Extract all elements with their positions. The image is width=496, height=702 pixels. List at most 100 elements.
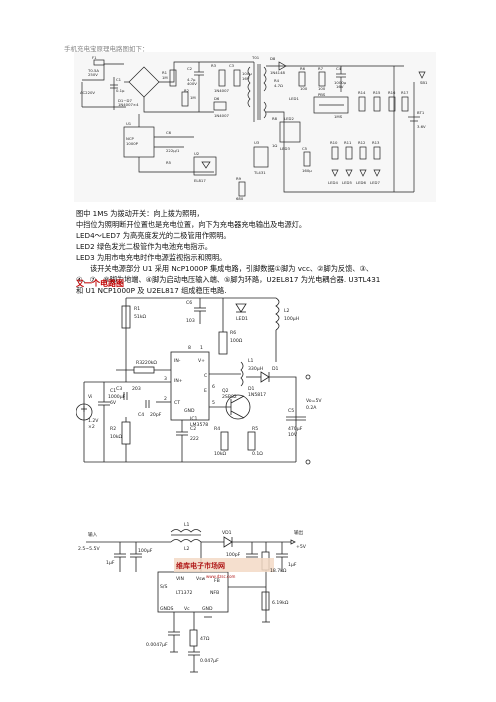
svg-text:103: 103	[186, 318, 195, 324]
svg-text:C2: C2	[187, 66, 193, 71]
watermark-url: www.dzsc.com	[206, 574, 236, 579]
svg-text:L1: L1	[248, 358, 254, 364]
svg-text:2.5~5.5V: 2.5~5.5V	[78, 546, 100, 552]
svg-text:R2: R2	[184, 88, 190, 93]
svg-text:×2: ×2	[88, 424, 95, 430]
svg-text:1.2V: 1.2V	[88, 418, 99, 424]
svg-text:R1: R1	[162, 70, 168, 75]
svg-text:GND: GND	[202, 606, 213, 612]
svg-text:SB1: SB1	[420, 80, 428, 85]
svg-text:LED5: LED5	[342, 180, 352, 185]
svg-text:R17: R17	[401, 90, 409, 95]
svg-text:R15: R15	[373, 90, 381, 95]
svg-text:8: 8	[188, 345, 191, 351]
svg-text:V+: V+	[198, 358, 205, 364]
svg-text:F1: F1	[92, 55, 97, 60]
svg-text:L1: L1	[184, 522, 190, 528]
paragraph-line: LED3 为用市电充电时作电源监视指示和照明。	[76, 253, 227, 262]
svg-text:EL817: EL817	[194, 178, 206, 183]
svg-text:4.7Ω: 4.7Ω	[274, 83, 283, 88]
svg-text:R13: R13	[372, 140, 380, 145]
svg-text:250V: 250V	[88, 72, 98, 77]
svg-text:TL431: TL431	[253, 170, 266, 175]
svg-text:1MS: 1MS	[334, 114, 343, 119]
svg-text:LM3578: LM3578	[190, 422, 208, 428]
svg-text:10kΩ: 10kΩ	[214, 451, 227, 457]
watermark-text: 维库电子市场网	[176, 561, 225, 570]
paragraph-line: LED2 绿色发光二极管作为电池充电指示。	[76, 242, 212, 251]
svg-text:Vo=5V: Vo=5V	[306, 398, 322, 404]
svg-text:NFB: NFB	[210, 590, 219, 596]
svg-text:R4: R4	[274, 78, 280, 83]
svg-text:C5: C5	[288, 408, 294, 414]
svg-text:1: 1	[200, 345, 203, 351]
paragraph-line: ④、⑦、⑧脚为地端、④脚为启动电压输入端、⑤脚为环路，U2EL817 为光电耦合…	[76, 275, 381, 284]
svg-text:D1: D1	[272, 366, 279, 372]
svg-text:680: 680	[236, 196, 244, 201]
svg-text:AC220V: AC220V	[80, 90, 95, 95]
svg-text:U2: U2	[194, 151, 200, 156]
svg-text:1N5817: 1N5817	[248, 392, 266, 398]
svg-text:D6: D6	[214, 96, 220, 101]
svg-text:R1: R1	[134, 306, 140, 312]
svg-text:1Ω: 1Ω	[272, 143, 277, 148]
svg-text:U3: U3	[254, 140, 260, 145]
svg-text:R6: R6	[230, 330, 236, 336]
svg-text:C3: C3	[116, 386, 122, 392]
svg-text:GND: GND	[184, 408, 195, 414]
svg-text:1N4007: 1N4007	[214, 113, 230, 118]
svg-text:100Ω: 100Ω	[230, 338, 243, 344]
svg-text:6.19kΩ: 6.19kΩ	[272, 600, 289, 606]
svg-text:VD1: VD1	[222, 530, 232, 536]
svg-text:203: 203	[132, 386, 141, 392]
svg-text:222μ/1: 222μ/1	[166, 148, 180, 153]
svg-text:1000P: 1000P	[126, 141, 139, 146]
description-text: 图中 1MS 为拨动开关：向上拨为照明， 中挡位为照明断开位置也是充电位置，向下…	[76, 208, 446, 296]
svg-text:220kΩ: 220kΩ	[142, 360, 157, 366]
svg-text:100μF: 100μF	[138, 548, 153, 554]
svg-text:L2: L2	[284, 308, 290, 314]
svg-text:R11: R11	[344, 140, 352, 145]
svg-text:输入: 输入	[88, 531, 98, 538]
svg-text:1000μF: 1000μF	[108, 394, 126, 400]
paragraph-line: 该开关电源部分 U1 采用 NcP1000P 集成电路，引脚数据①脚为 vcc、…	[90, 264, 374, 273]
svg-text:R14: R14	[358, 90, 366, 95]
paragraph-line: LED4～LED7 为高亮度发光的二极管用作照明。	[76, 231, 231, 240]
svg-text:51kΩ: 51kΩ	[134, 314, 147, 320]
paragraph-line: 图中 1MS 为拨动开关：向上拨为照明，	[76, 209, 204, 218]
svg-text:5: 5	[212, 400, 215, 406]
svg-text:C1: C1	[110, 388, 116, 394]
svg-text:1M: 1M	[190, 95, 196, 100]
svg-text:R5: R5	[166, 160, 172, 165]
svg-text:1μF: 1μF	[106, 560, 115, 566]
svg-text:CT: CT	[174, 400, 180, 406]
svg-text:100μ: 100μ	[242, 71, 252, 76]
svg-text:100μH: 100μH	[284, 316, 299, 322]
svg-text:C4: C4	[336, 66, 342, 71]
svg-text:3.6V: 3.6V	[417, 124, 426, 129]
svg-text:47Ω: 47Ω	[200, 636, 210, 642]
svg-text:C3: C3	[229, 63, 235, 68]
svg-text:Vi: Vi	[88, 394, 92, 400]
svg-text:FB: FB	[214, 578, 220, 584]
svg-text:PBS: PBS	[318, 92, 326, 97]
svg-text:100: 100	[300, 86, 308, 91]
svg-text:E: E	[204, 388, 207, 394]
svg-text:VIN: VIN	[176, 576, 184, 582]
svg-text:3: 3	[164, 376, 167, 382]
svg-text:C: C	[204, 373, 207, 379]
svg-text:LED3: LED3	[280, 146, 290, 151]
svg-text:16V: 16V	[336, 84, 344, 89]
svg-text:R2: R2	[110, 426, 116, 432]
svg-text:R16: R16	[388, 90, 396, 95]
svg-text:0.1μ: 0.1μ	[116, 88, 125, 93]
svg-text:1N4148: 1N4148	[270, 70, 286, 75]
svg-text:D1: D1	[248, 386, 255, 392]
svg-text:2: 2	[164, 396, 167, 402]
svg-text:R8: R8	[272, 116, 278, 121]
svg-text:0.0047μF: 0.0047μF	[146, 642, 168, 648]
